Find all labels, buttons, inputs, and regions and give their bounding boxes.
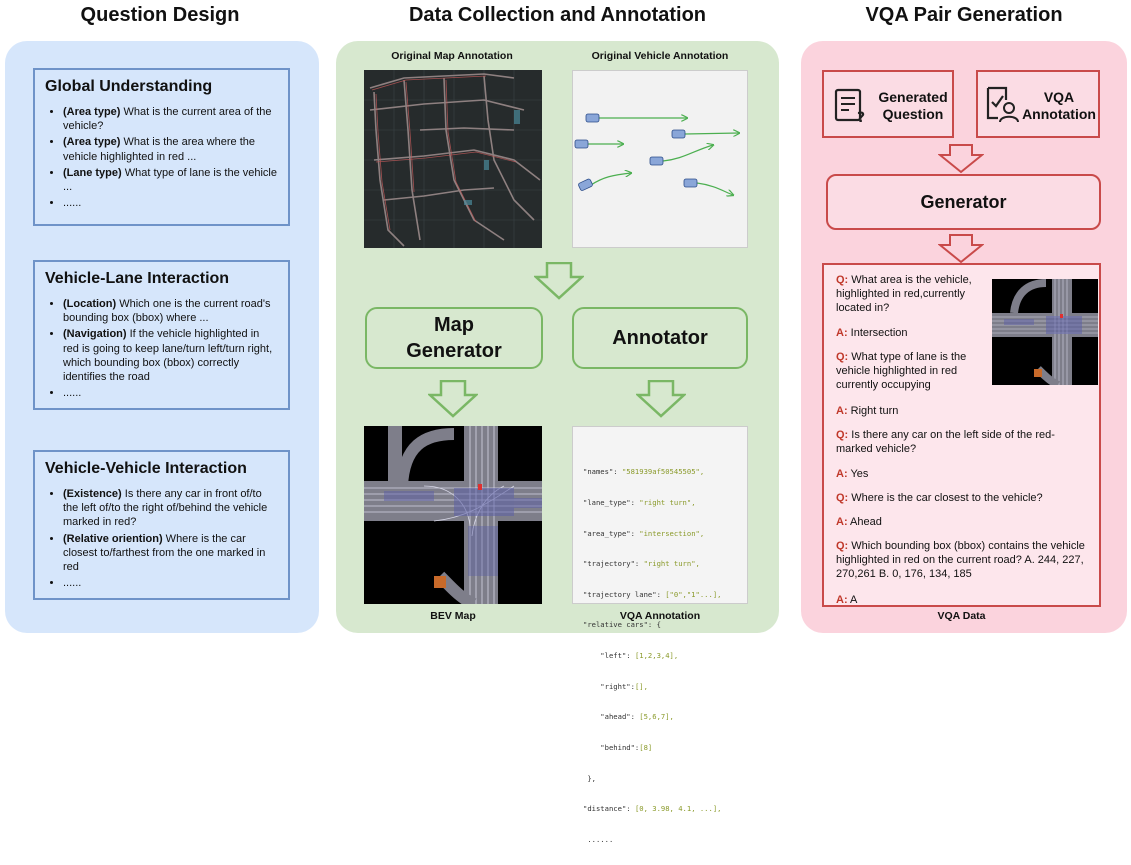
qa-answer: A: Intersection [836,327,908,339]
qa-answer: A: Right turn [836,405,899,417]
qa-question: Q: What type of lane is the vehicle high… [836,351,967,391]
title-vqa-generation: VQA Pair Generation [865,4,1063,26]
label-bev-map: BEV Map [430,610,476,622]
title-data-collection: Data Collection and Annotation [408,4,707,26]
bev-map-image [364,426,542,604]
code-line: "distance": [0, 3.98, 4.1, ...], [583,804,722,814]
list-item: ...... [63,576,278,590]
code-line: "trajectory": "right turn", [583,559,700,569]
code-line: "behind":[8] [583,742,653,752]
code-line: "names": "581939af50545505", [583,467,705,477]
generator-box: Generator [826,174,1101,230]
label-original-vehicle: Original Vehicle Annotation [591,50,729,62]
qa-question: Q: Which bounding box (bbox) contains th… [836,540,1085,580]
code-line: "left": [1,2,3,4], [583,651,679,661]
card-title: Vehicle-Lane Interaction [45,270,230,287]
annotation-person-icon [986,86,1019,123]
annotator-box: Annotator [572,307,748,369]
qa-answer: A: Yes [836,468,869,480]
card-title: Global Understanding [45,78,213,95]
question-list: (Location) Which one is the current road… [45,297,278,400]
vqa-annotation-image: "names": "581939af50545505", "lane_type"… [572,426,748,844]
qa-question: Q: Where is the car closest to the vehic… [836,492,1043,504]
generator-label: Generator [920,191,1007,212]
card-global-understanding: Global Understanding (Area type) What is… [33,68,290,226]
list-item: ...... [63,196,278,210]
qa-question: Q: What area is the vehicle, highlighted… [836,274,972,314]
arrow-down-icon [534,262,584,300]
qa-answer: A: Ahead [836,516,882,528]
original-vehicle-image [572,70,748,248]
question-list: (Existence) Is there any car in front of… [45,487,278,590]
generated-question-label: Generated Question [878,89,948,122]
list-item: (Location) Which one is the current road… [63,297,278,325]
card-vehicle-vehicle: Vehicle-Vehicle Interaction (Existence) … [33,450,290,600]
card-vehicle-lane: Vehicle-Lane Interaction (Location) Whic… [33,260,290,410]
code-line: ...... [583,834,614,844]
original-map-image [364,70,542,248]
code-line: "relative cars": { [583,620,661,630]
code-line: "right":[], [583,681,648,691]
list-item: (Area type) What is the current area of … [63,105,278,133]
vqa-annotation-box: VQA Annotation [976,70,1100,138]
code-line: }, [583,773,596,783]
label-vqa-data: VQA Data [937,610,986,622]
annotation-code: "names": "581939af50545505", "lane_type"… [583,447,721,865]
code-line: "area_type": "intersection", [583,528,705,538]
thumbnail-roads [992,279,1098,385]
vqa-bev-thumbnail [992,279,1098,385]
vehicle-trajectories [574,113,749,249]
list-item: ...... [63,386,278,400]
map-lines [364,70,542,248]
question-list: (Area type) What is the current area of … [45,105,278,210]
arrow-down-icon [428,380,478,418]
qa-question: Q: Is there any car on the left side of … [836,429,1055,455]
card-title: Vehicle-Vehicle Interaction [45,460,247,477]
annotator-label: Annotator [612,327,708,349]
list-item: (Area type) What is the area where the v… [63,135,278,163]
map-generator-label: Map Generator [406,314,502,362]
code-line: "trajectory lane": ["0","1"...], [583,589,722,599]
vqa-annotation-label: VQA Annotation [1022,89,1096,122]
arrow-down-icon [938,234,984,264]
title-question-design: Question Design [80,4,240,26]
bev-roads [364,426,542,604]
code-line: "ahead": [5,6,7], [583,712,674,722]
qa-answer: A: A [836,594,858,606]
list-item: (Navigation) If the vehicle highlighted … [63,327,278,384]
generated-question-box: ? Generated Question [822,70,954,138]
arrow-down-icon [636,380,686,418]
code-line: "lane_type": "right turn", [583,498,696,508]
map-generator-box: Map Generator [365,307,543,369]
label-original-map: Original Map Annotation [391,50,513,62]
list-item: (Existence) Is there any car in front of… [63,487,278,530]
vqa-data-box: Q: What area is the vehicle, highlighted… [822,263,1101,607]
question-doc-icon: ? [834,88,865,124]
list-item: (Lane type) What type of lane is the veh… [63,166,278,194]
svg-text:?: ? [857,110,865,124]
list-item: (Relative oriention) Where is the car cl… [63,532,278,575]
label-vqa-annotation: VQA Annotation [619,610,701,622]
arrow-down-icon [938,144,984,174]
